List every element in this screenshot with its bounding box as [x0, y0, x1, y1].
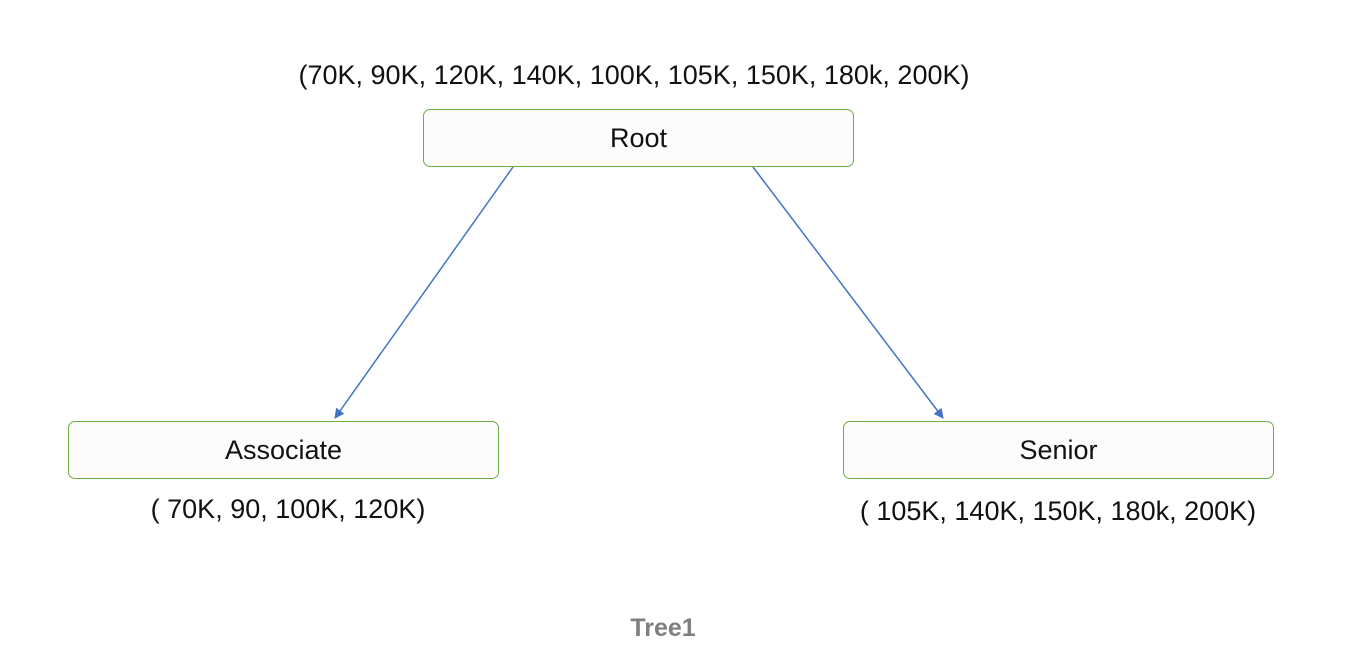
senior-node: Senior — [843, 421, 1274, 479]
diagram-caption: Tree1 — [630, 614, 696, 642]
edge-root-to-senior — [752, 166, 944, 419]
root-node: Root — [423, 109, 854, 167]
root-values: (70K, 90K, 120K, 140K, 100K, 105K, 150K,… — [298, 60, 970, 90]
edge-root-to-associate — [334, 166, 514, 419]
associate-values: ( 70K, 90, 100K, 120K) — [150, 494, 426, 524]
root-node-label: Root — [609, 122, 668, 153]
associate-node: Associate — [68, 421, 499, 479]
senior-node-label: Senior — [1019, 434, 1098, 465]
associate-node-label: Associate — [224, 434, 343, 465]
senior-values: ( 105K, 140K, 150K, 180k, 200K) — [859, 496, 1257, 526]
